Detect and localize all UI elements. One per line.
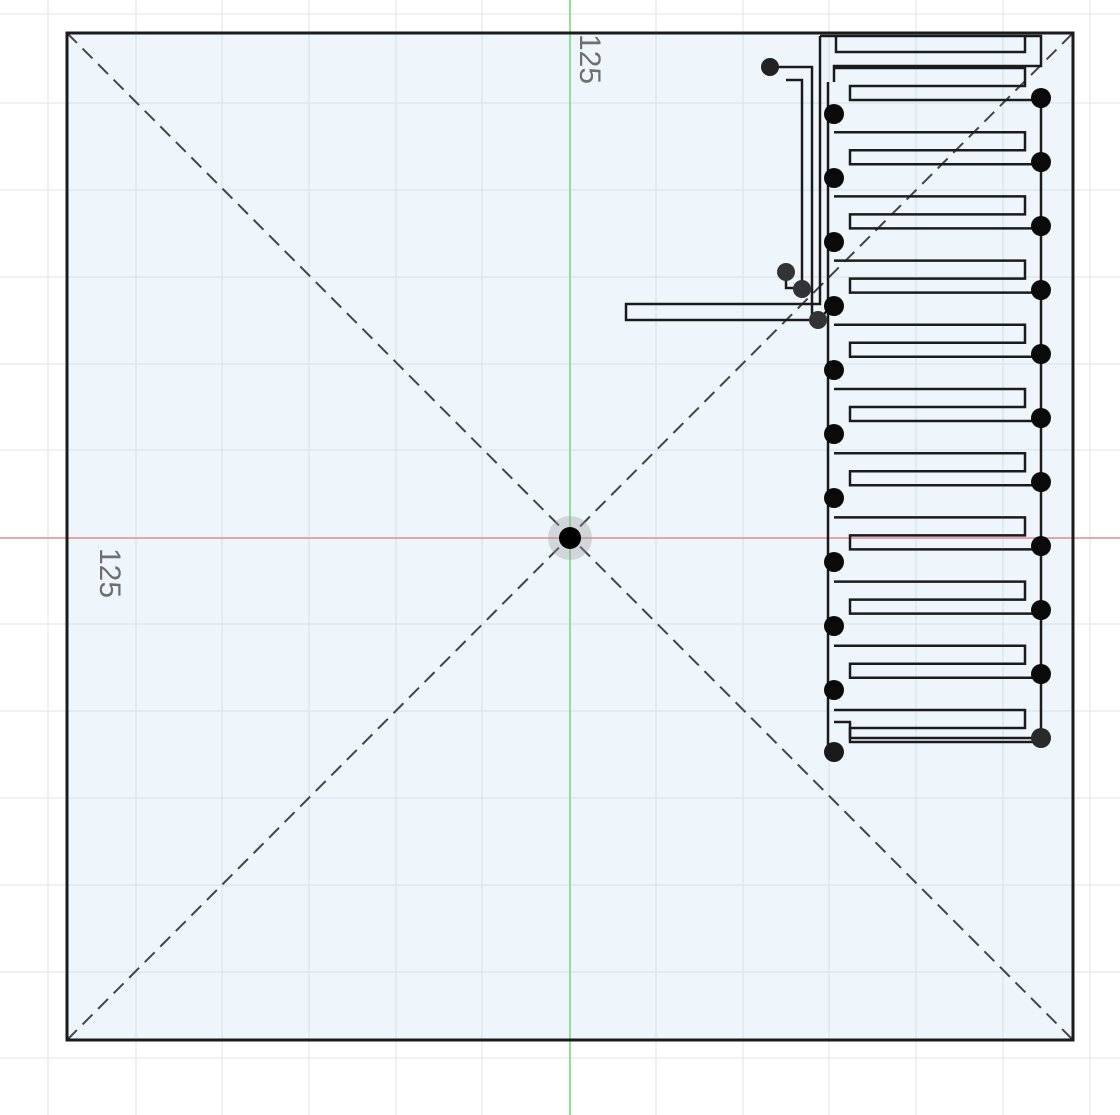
left-sketch-point-end[interactable] (824, 742, 844, 762)
lead-point[interactable] (809, 311, 827, 329)
serpentine-loop[interactable] (834, 259, 1041, 294)
sketch-points (761, 58, 1051, 762)
lead-point[interactable] (761, 58, 779, 76)
serpentine-loop[interactable] (834, 323, 1041, 359)
right-sketch-point[interactable] (1031, 216, 1051, 236)
left-sketch-point[interactable] (824, 296, 844, 316)
serpentine-loop[interactable] (834, 195, 1041, 230)
plate-outline[interactable] (65, 31, 1075, 1042)
right-sketch-point-end[interactable] (1031, 728, 1051, 748)
left-sketch-point[interactable] (824, 680, 844, 700)
right-sketch-point[interactable] (1031, 600, 1051, 620)
lead-point[interactable] (777, 263, 795, 281)
left-sketch-point[interactable] (824, 424, 844, 444)
serpentine-loop[interactable] (834, 708, 1041, 744)
dimension-label-left[interactable]: 125 (93, 548, 126, 598)
left-sketch-point[interactable] (824, 232, 844, 252)
left-sketch-point[interactable] (824, 360, 844, 380)
serpentine-top[interactable] (820, 34, 1043, 82)
serpentine-loop[interactable] (834, 130, 1041, 166)
serpentine-bottom[interactable] (834, 720, 1041, 740)
origin-point[interactable] (559, 527, 581, 549)
left-sketch-point[interactable] (824, 168, 844, 188)
serpentine-loop[interactable] (834, 644, 1041, 680)
right-sketch-point[interactable] (1031, 344, 1051, 364)
serpentine-loop[interactable] (834, 580, 1041, 615)
serpentine-loop[interactable] (834, 516, 1041, 551)
right-sketch-point[interactable] (1031, 88, 1051, 108)
left-sketch-point[interactable] (824, 552, 844, 572)
left-sketch-point[interactable] (824, 616, 844, 636)
left-sketch-point[interactable] (824, 104, 844, 124)
serpentine-loop[interactable] (834, 387, 1041, 423)
right-sketch-point[interactable] (1031, 472, 1051, 492)
serpentine-loop[interactable] (834, 66, 1041, 102)
right-sketch-point[interactable] (1031, 536, 1051, 556)
serpentine-loop[interactable] (834, 451, 1041, 487)
lead-point[interactable] (793, 280, 811, 298)
dimension-label-top[interactable]: 125 (573, 34, 606, 84)
right-sketch-point[interactable] (1031, 408, 1051, 428)
right-sketch-point[interactable] (1031, 152, 1051, 172)
right-sketch-point[interactable] (1031, 664, 1051, 684)
left-sketch-point[interactable] (824, 488, 844, 508)
serpentine-top-inner[interactable] (834, 36, 1027, 54)
right-sketch-point[interactable] (1031, 280, 1051, 300)
